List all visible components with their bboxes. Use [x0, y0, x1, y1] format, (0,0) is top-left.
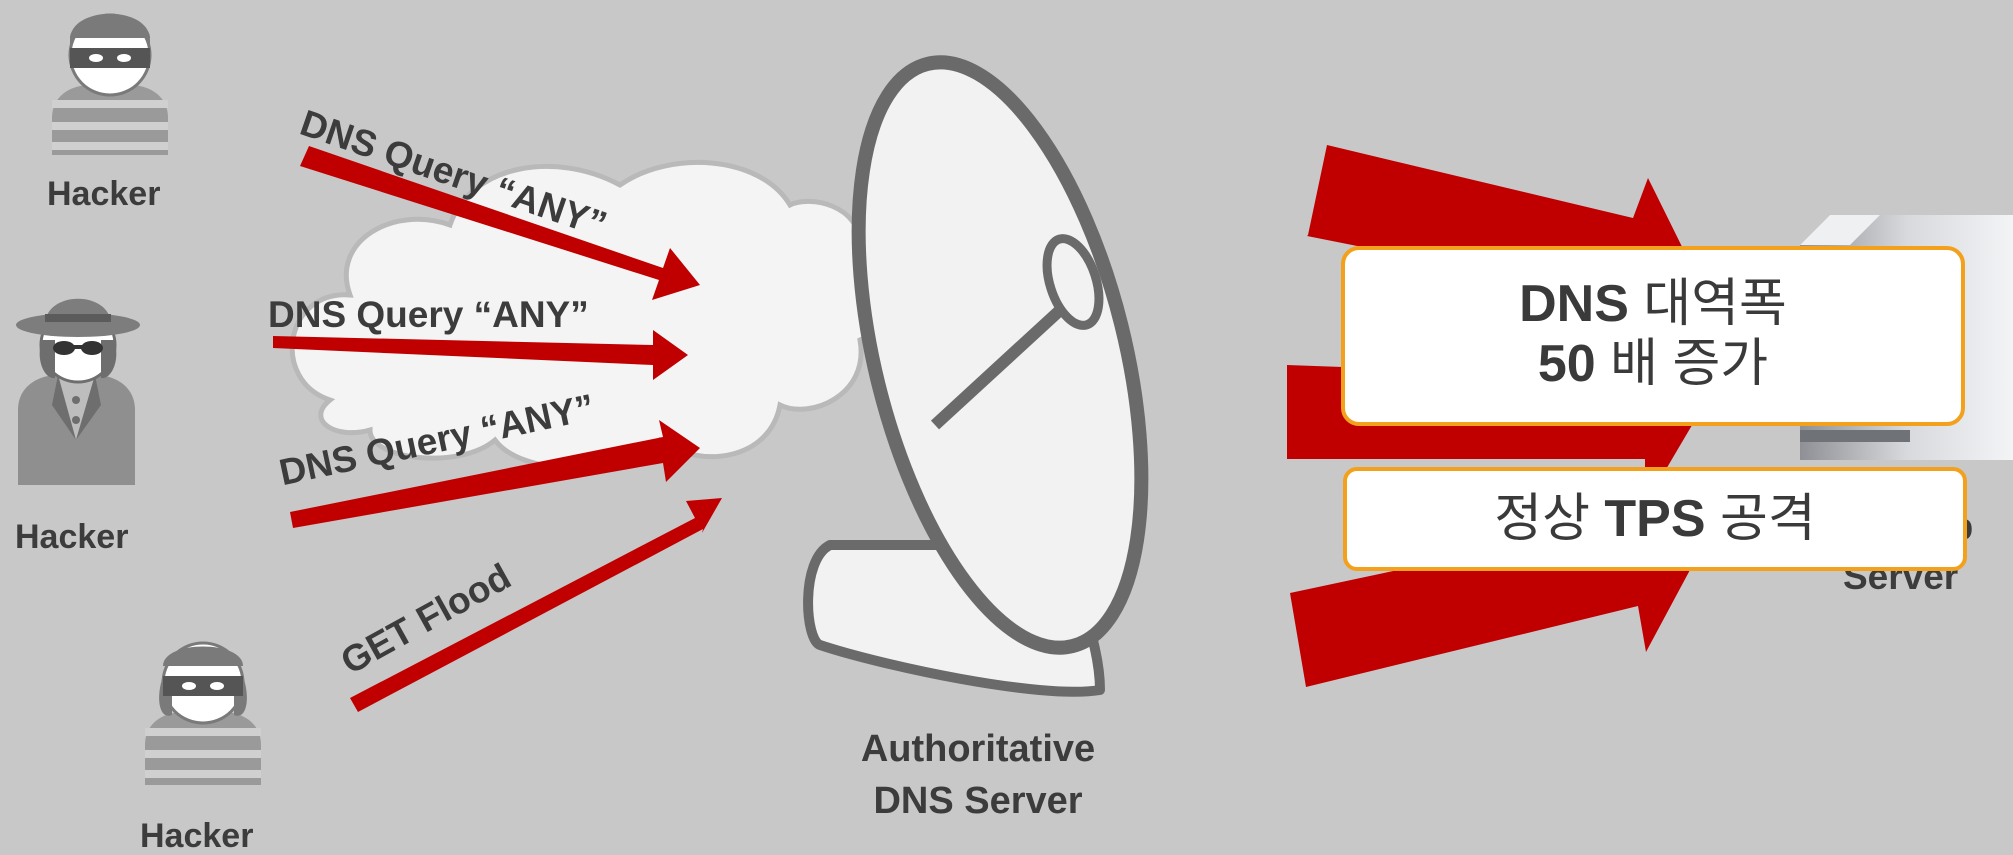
dns-server-label-line2: DNS Server [873, 780, 1083, 822]
satellite-dish-icon [803, 55, 1149, 697]
hacker-label: Hacker [15, 518, 129, 556]
callout-line-2: 50 배 증가 [1345, 334, 1961, 394]
tps-attack-text: 공격 [1705, 490, 1816, 548]
tps-normal-text: 정상 [1494, 490, 1605, 548]
callout-increase-text: 배 증가 [1595, 335, 1769, 393]
amplification-callout: DNS 대역폭 50 배 증가 [1341, 246, 1965, 426]
attack-arrow [290, 420, 700, 528]
tps-bold-text: TPS [1604, 490, 1706, 548]
hacker-label: Hacker [140, 817, 254, 855]
callout-bandwidth-text: 대역폭 [1628, 275, 1787, 333]
hacker-icon [145, 641, 261, 785]
tps-callout-text: 정상 TPS 공격 [1347, 471, 1963, 567]
attack-arrow [350, 498, 722, 712]
callout-multiplier-text: 50 [1537, 335, 1596, 393]
arrow-label: DNS Query “ANY” [268, 294, 589, 335]
hacker-label: Hacker [47, 175, 161, 213]
hacker-icon [16, 298, 140, 485]
attack-arrow [273, 330, 688, 380]
callout-line-1: DNS 대역폭 [1345, 274, 1961, 334]
tps-attack-callout: 정상 TPS 공격 [1343, 467, 1967, 571]
dns-server-label-line1: Authoritative [860, 728, 1096, 770]
dns-server-label: Authoritative DNS Server [838, 723, 1118, 827]
attack-arrow [300, 146, 700, 300]
callout-dns-text: DNS [1519, 275, 1629, 333]
hacker-icon [52, 13, 168, 155]
